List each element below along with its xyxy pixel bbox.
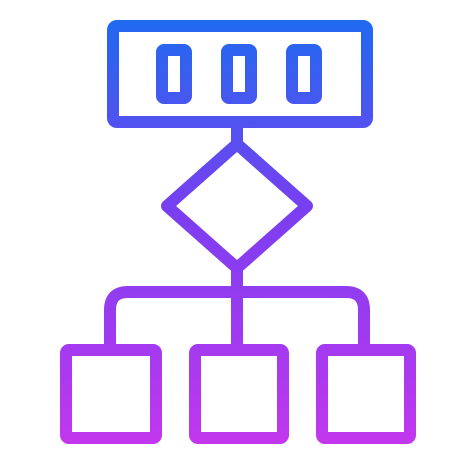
header-box-shape: [107, 20, 373, 128]
branch-line: [104, 286, 370, 356]
header-slot-shape: [221, 44, 257, 104]
child-box-left-shape: [60, 344, 162, 444]
decision-diamond-shape: [161, 138, 313, 274]
header-slot-shape: [156, 44, 192, 104]
child-box-center-shape: [189, 344, 289, 444]
header-slot-shape: [286, 44, 322, 104]
child-box-right-shape: [316, 344, 416, 444]
